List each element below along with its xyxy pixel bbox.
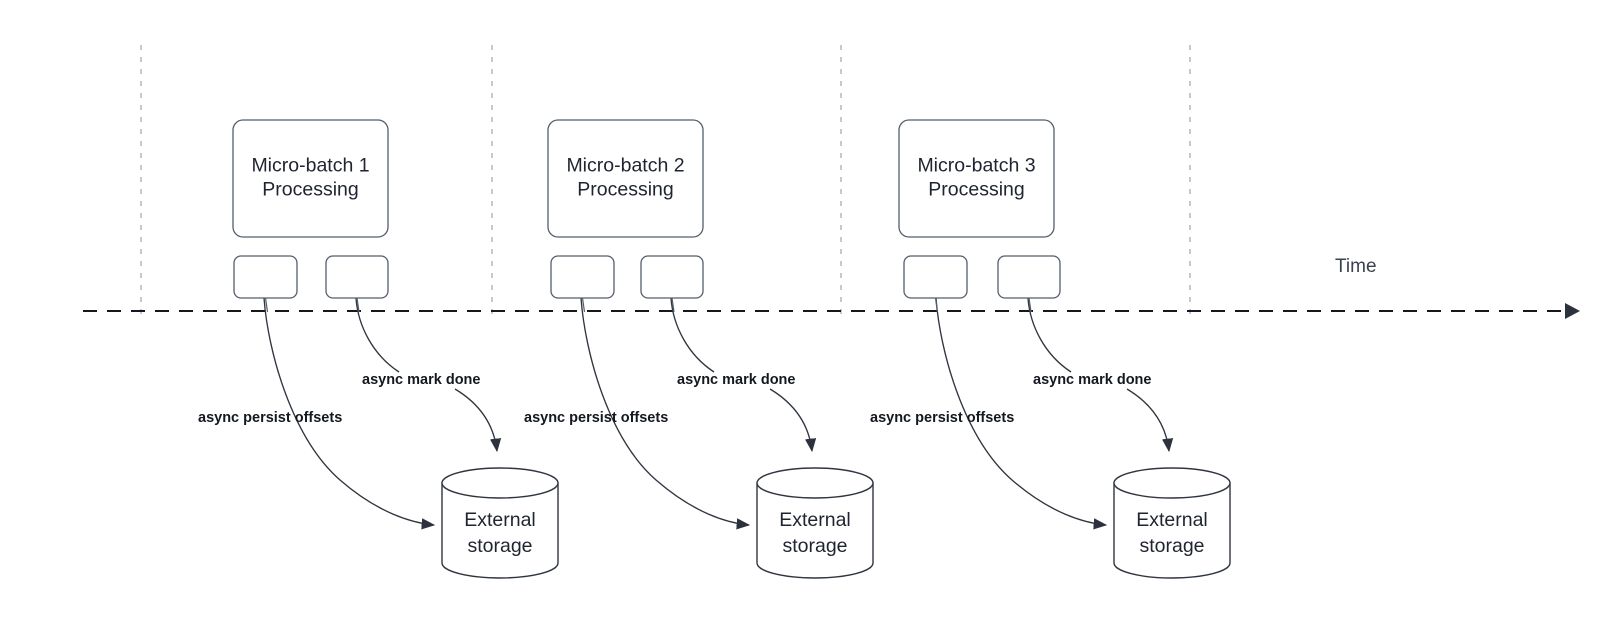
task-1a-rect[interactable] [233, 255, 298, 299]
task-1a-stem [264, 297, 269, 313]
task-3a-rect[interactable] [903, 255, 968, 299]
group-1-batch-box-line2: Processing [262, 179, 358, 201]
edge-persist-3-label: async persist offsets [870, 410, 1014, 426]
edge-mark-done-1-label: async mark done [362, 372, 480, 388]
group-2-batch-box-rect[interactable] [547, 119, 704, 238]
task-2a-rect[interactable] [550, 255, 615, 299]
group-3-storage-line1: External [1136, 509, 1208, 531]
group-3-storage-body[interactable] [1113, 482, 1231, 579]
group-3-batch-box-line2: Processing [928, 179, 1024, 201]
task-2b-rect[interactable] [640, 255, 704, 299]
edges-layer [263, 297, 1174, 530]
group-2-batch-box-line2: Processing [577, 179, 673, 201]
task-3b-stem [1028, 297, 1032, 313]
time-axis-label: Time [1335, 256, 1377, 277]
edge-mark-done-2-path [670, 297, 715, 373]
group-1-storage-line2: storage [467, 535, 532, 557]
group-3-storage-cylinder[interactable]: External storage [1113, 467, 1231, 579]
edge-mark-done-2-path [769, 388, 817, 453]
arrow-right-icon [1565, 303, 1580, 319]
nodes-layer: Micro-batch 1ProcessingExternalstorageMi… [232, 119, 1231, 579]
group-2-storage-body[interactable] [756, 482, 874, 579]
group-2-storage-cylinder[interactable]: External storage [756, 467, 874, 579]
group-1-batch-box-line1: Micro-batch 1 [251, 155, 369, 177]
time-axis-layer [83, 303, 1580, 319]
group-3-batch-box-line1: Micro-batch 3 [917, 155, 1035, 177]
group-1-storage-cylinder[interactable]: External storage [441, 467, 559, 579]
edge-persist-2-label: async persist offsets [524, 410, 668, 426]
group-3-storage-top [1113, 467, 1231, 499]
edge-mark-done-3-path [1126, 388, 1174, 453]
edge-persist-2-path [580, 297, 751, 530]
labels-layer: Time async persist offsets async mark done… [198, 256, 1377, 426]
edge-mark-done-3-path [1027, 297, 1072, 373]
group-2-batch-box-line1: Micro-batch 2 [566, 155, 684, 177]
tick-lines-layer [140, 45, 1191, 316]
group-1-storage-top [441, 467, 559, 499]
edge-mark-done-2-label: async mark done [677, 372, 795, 388]
task-2a-stem [581, 297, 586, 313]
group-2-storage-top [756, 467, 874, 499]
edge-persist-1-label: async persist offsets [198, 410, 342, 426]
group-2-storage-line1: External [779, 509, 851, 531]
edge-mark-done-1-path [355, 297, 400, 373]
group-1-batch-box-rect[interactable] [232, 119, 389, 238]
group-3-storage-line2: storage [1139, 535, 1204, 557]
task-3b-rect[interactable] [997, 255, 1061, 299]
task-2b-stem [671, 297, 675, 313]
group-1-storage-line1: External [464, 509, 536, 531]
edge-mark-done-3-label: async mark done [1033, 372, 1151, 388]
task-3a-stem [934, 297, 939, 313]
edge-persist-3-path [935, 297, 1108, 530]
task-1b-rect[interactable] [325, 255, 389, 299]
group-1-storage-body[interactable] [441, 482, 559, 579]
group-3-batch-box-rect[interactable] [898, 119, 1055, 238]
edge-mark-done-1-path [454, 388, 502, 453]
edge-persist-1-path [263, 297, 436, 530]
group-2-storage-line2: storage [782, 535, 847, 557]
task-1b-stem [356, 297, 360, 313]
